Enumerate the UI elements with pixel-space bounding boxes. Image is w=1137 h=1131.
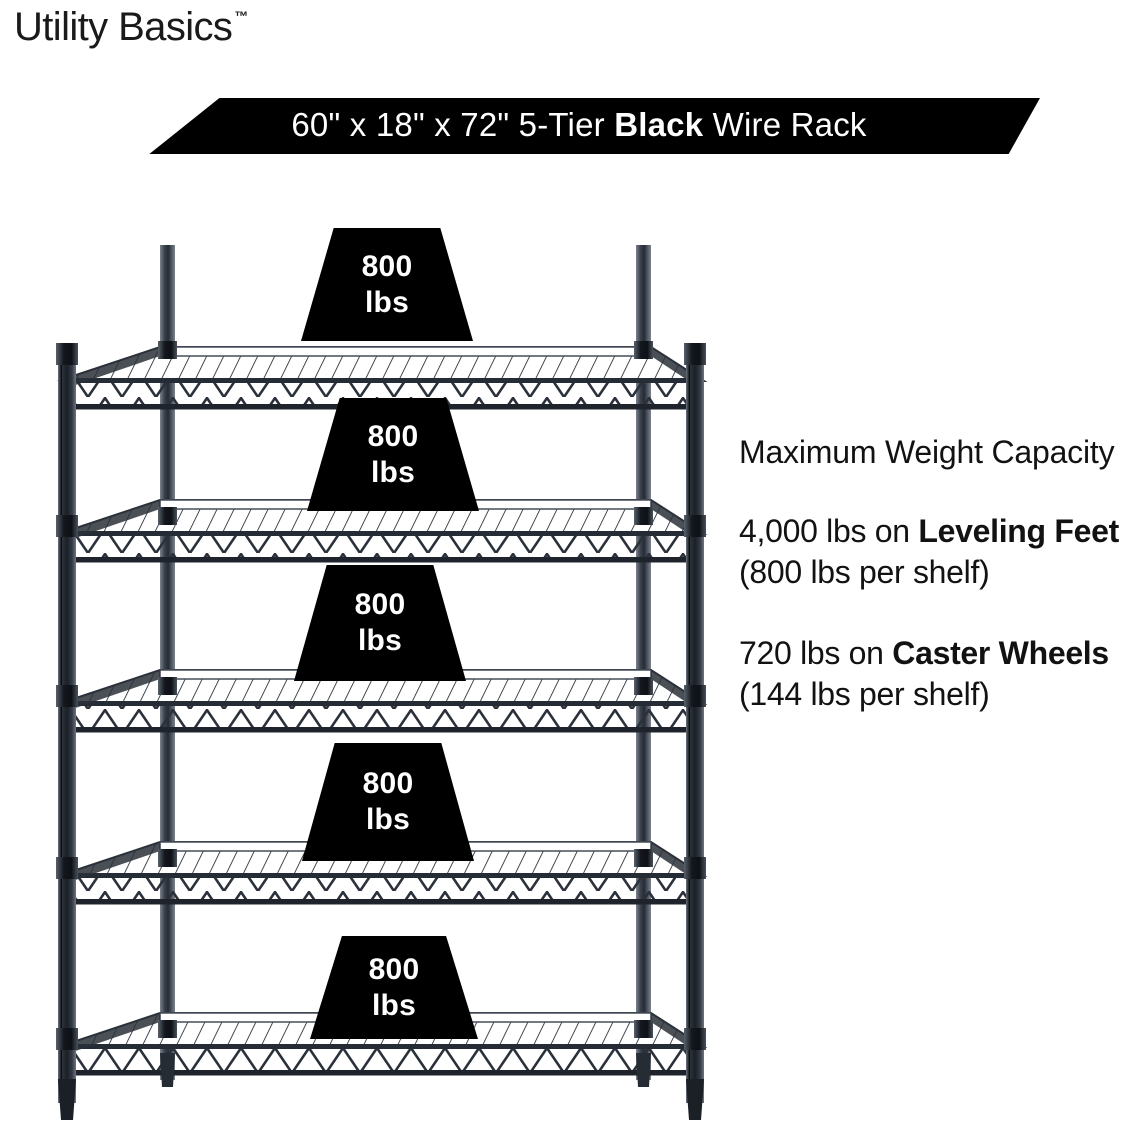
weight-badge-unit: lbs	[365, 285, 409, 319]
weight-badge-value: 800	[367, 419, 419, 453]
caster-tail: (144 lbs per shelf)	[739, 676, 990, 712]
weight-badge-shelf-5: 800 lbs	[310, 936, 478, 1039]
leveling-lead: 4,000 lbs on	[739, 513, 919, 549]
leveling-tail: (800 lbs per shelf)	[739, 554, 990, 590]
capacity-heading: Maximum Weight Capacity	[739, 434, 1115, 470]
weight-badge-unit: lbs	[371, 455, 415, 489]
wire-rack-drawing	[56, 245, 708, 1120]
caster-emphasis: Caster Wheels	[892, 635, 1109, 671]
weight-badge-shelf-4: 800 lbs	[302, 743, 474, 861]
weight-badge-unit: lbs	[366, 803, 410, 836]
weight-badge-value: 800	[362, 767, 414, 800]
weight-badge-unit: lbs	[372, 988, 416, 1022]
weight-badge-shelf-3: 800 lbs	[294, 565, 466, 681]
shelf-2	[57, 499, 708, 563]
wire-rack-illustration	[20, 215, 740, 1131]
weight-badge-shelf-2: 800 lbs	[307, 398, 479, 511]
leveling-feet-capacity: 4,000 lbs on Leveling Feet (800 lbs per …	[739, 511, 1137, 593]
trademark-symbol: ™	[234, 8, 249, 24]
shelf-3	[57, 669, 708, 733]
caster-wheels-capacity: 720 lbs on Caster Wheels (144 lbs per sh…	[739, 633, 1137, 715]
weight-badge-unit: lbs	[358, 624, 402, 657]
banner-prefix: 60" x 18" x 72" 5-Tier	[291, 106, 615, 143]
shelf-1	[57, 346, 708, 410]
post-collars	[56, 341, 706, 1050]
title-banner-text: 60" x 18" x 72" 5-Tier Black Wire Rack	[291, 107, 866, 145]
brand-name: Utility Basics	[14, 5, 233, 49]
weight-badge-value: 800	[361, 249, 413, 283]
weight-badge-value: 800	[368, 952, 420, 986]
banner-suffix: Wire Rack	[703, 106, 867, 143]
capacity-info-panel: Maximum Weight Capacity 4,000 lbs on Lev…	[739, 432, 1137, 715]
banner-emphasis: Black	[614, 106, 704, 143]
leveling-emphasis: Leveling Feet	[918, 513, 1119, 549]
title-banner: 60" x 18" x 72" 5-Tier Black Wire Rack	[149, 98, 1040, 154]
brand-logo: Utility Basics ™	[14, 4, 248, 50]
weight-badge-value: 800	[354, 588, 406, 621]
caster-lead: 720 lbs on	[739, 635, 893, 671]
weight-badge-shelf-1: 800 lbs	[301, 228, 473, 341]
leveling-feet	[58, 1053, 704, 1120]
